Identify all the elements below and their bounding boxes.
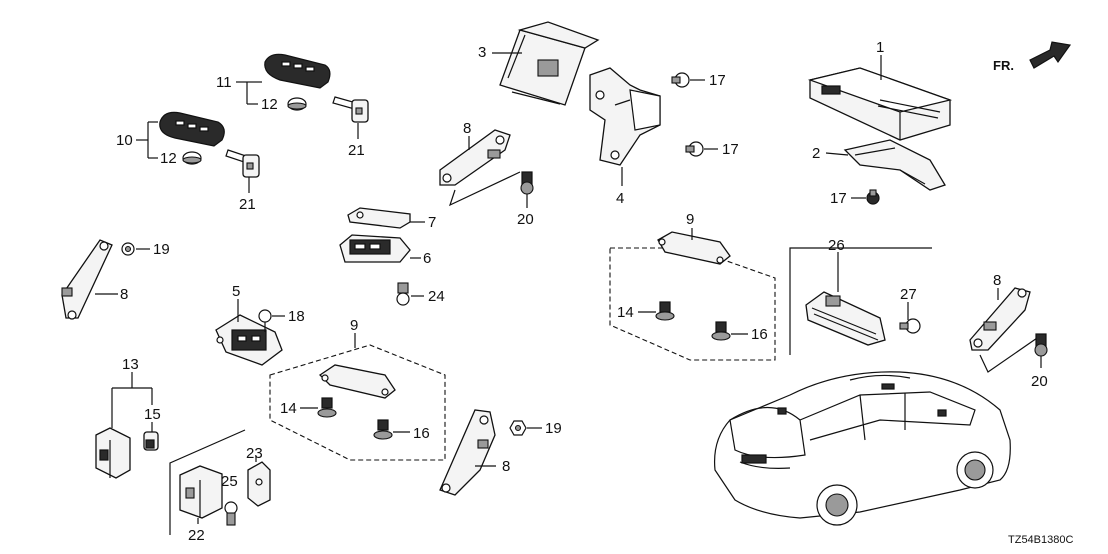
part-3-control-unit — [499, 21, 600, 106]
callout-15: 15 — [144, 406, 161, 423]
part-8-antenna-c — [439, 409, 496, 496]
part-13-sensor — [95, 427, 131, 479]
callout-26: 26 — [828, 237, 845, 254]
front-marker-label: FR. — [993, 58, 1014, 73]
clip-16-a — [373, 419, 393, 440]
bolt-17-b — [685, 141, 704, 157]
part-8-antenna-a — [439, 129, 511, 186]
callout-18: 18 — [288, 308, 305, 325]
callout-6: 6 — [423, 250, 431, 267]
callout-1: 1 — [876, 39, 884, 56]
callout-12-lower: 12 — [160, 150, 177, 167]
clip-14-b — [655, 301, 675, 321]
callout-19-lower: 19 — [545, 420, 562, 437]
callout-8-upper: 8 — [463, 120, 471, 137]
key-blade-21-a — [332, 96, 369, 123]
clip-15 — [143, 431, 159, 451]
battery-12-a — [287, 97, 307, 111]
callout-27: 27 — [900, 286, 917, 303]
key-blade-21-b — [225, 149, 260, 178]
callout-3: 3 — [478, 44, 486, 61]
callout-14-right: 14 — [617, 304, 634, 321]
callout-8-left: 8 — [120, 286, 128, 303]
callout-20-right: 20 — [1031, 373, 1048, 390]
callout-12-upper: 12 — [261, 96, 278, 113]
part-9-assembly-a — [269, 344, 446, 461]
callout-13: 13 — [122, 356, 139, 373]
clip-16-b — [711, 321, 731, 341]
clip-18 — [258, 309, 272, 332]
vehicle-illustration — [713, 371, 1011, 526]
callout-8-lower: 8 — [502, 458, 510, 475]
callout-14-lower: 14 — [280, 400, 297, 417]
bolt-17-c — [866, 189, 880, 205]
callout-10: 10 — [116, 132, 133, 149]
callout-4: 4 — [616, 190, 624, 207]
callout-19-left: 19 — [153, 241, 170, 258]
part-4-bracket — [589, 67, 661, 166]
bolt-20-a — [520, 171, 534, 195]
part-10-key-fob — [159, 111, 225, 147]
callout-8-right: 8 — [993, 272, 1001, 289]
callout-7: 7 — [428, 214, 436, 231]
part-2-bracket — [843, 139, 946, 191]
callout-17-upper: 17 — [709, 72, 726, 89]
part-9-assembly-b — [609, 231, 776, 361]
callout-16-right: 16 — [751, 326, 768, 343]
callout-2: 2 — [812, 145, 820, 162]
washer-19-a — [121, 242, 135, 256]
callout-23: 23 — [246, 445, 263, 462]
part-11-key-fob — [264, 53, 331, 89]
callout-5: 5 — [232, 283, 240, 300]
part-8-antenna-d — [969, 287, 1031, 351]
callout-24: 24 — [428, 288, 445, 305]
callout-21-upper: 21 — [348, 142, 365, 159]
callout-25: 25 — [221, 473, 238, 490]
callout-11: 11 — [216, 74, 232, 91]
callout-22: 22 — [188, 527, 205, 544]
callout-16-lower: 16 — [413, 425, 430, 442]
bracket-23 — [247, 461, 271, 507]
front-direction-arrow — [1029, 41, 1072, 69]
part-7-bracket — [347, 207, 411, 229]
bolt-27 — [899, 318, 921, 334]
callout-9-lower: 9 — [350, 317, 358, 334]
callout-21-lower: 21 — [239, 196, 256, 213]
clip-14-a — [317, 397, 337, 418]
bolt-24 — [396, 282, 410, 306]
diagram-code: TZ54B1380C — [1008, 534, 1073, 546]
callout-20-upper: 20 — [517, 211, 534, 228]
bolt-20-b — [1034, 333, 1048, 357]
part-26-antenna — [805, 291, 886, 346]
part-1-unit — [807, 67, 953, 141]
callout-17-middle: 17 — [722, 141, 739, 158]
callout-9-right: 9 — [686, 211, 694, 228]
bolt-17-a — [671, 72, 690, 88]
part-22-unit — [179, 465, 223, 519]
part-6-unit — [339, 234, 411, 263]
callout-17-right: 17 — [830, 190, 847, 207]
battery-12-b — [182, 151, 202, 165]
part-8-antenna-b — [61, 239, 113, 320]
bolt-25 — [224, 501, 238, 526]
part-5-unit — [215, 314, 283, 366]
nut-19-b — [509, 420, 527, 436]
